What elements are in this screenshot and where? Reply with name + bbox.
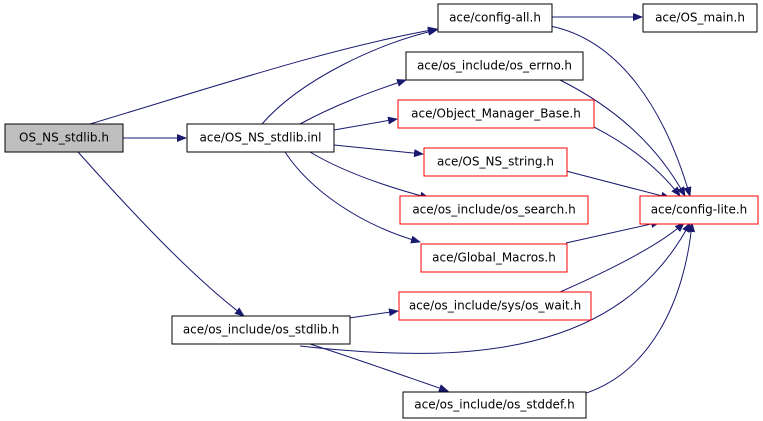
node-config-lite[interactable]: ace/config-lite.h [639,195,759,225]
node-os-ns-string[interactable]: ace/OS_NS_string.h [423,147,568,177]
node-os-stdlib[interactable]: ace/os_include/os_stdlib.h [171,315,351,345]
node-os-stddef[interactable]: ace/os_include/os_stddef.h [402,391,587,419]
node-label: ace/os_include/sys/os_wait.h [409,299,581,313]
edge-inl-to-os-errno [299,79,407,125]
node-label: ace/OS_main.h [655,11,745,25]
edge-inl-to-config-all [261,27,438,125]
edge-os-errno-to-config-lite [559,79,686,197]
node-label: ace/Object_Manager_Base.h [411,107,581,121]
node-os-main[interactable]: ace/OS_main.h [642,3,758,33]
node-label: ace/Global_Macros.h [432,251,556,265]
node-label: ace/os_include/os_errno.h [417,59,572,73]
edge-os-stdlib-to-config-lite [299,222,691,354]
edge-os-ns-stdlib-h-to-os-stdlib [77,151,245,317]
node-object-manager-base[interactable]: ace/Object_Manager_Base.h [397,99,595,129]
edge-os-ns-stdlib-h-to-config-all [89,26,438,125]
nodes: OS_NS_stdlib.h ace/OS_NS_stdlib.inl ace/… [4,3,759,419]
node-label: ace/os_include/os_stddef.h [414,398,574,412]
edges [77,13,696,396]
edge-config-all-to-config-lite [549,25,692,197]
node-label: OS_NS_stdlib.h [19,131,109,145]
edge-object-manager-base-to-config-lite [589,124,681,197]
node-os-ns-stdlib-h[interactable]: OS_NS_stdlib.h [4,123,124,153]
edge-os-wait-to-config-lite [559,222,685,293]
edge-inl-to-os-search [309,151,430,200]
node-label: ace/OS_NS_string.h [437,155,554,169]
node-global-macros[interactable]: ace/Global_Macros.h [420,243,568,273]
edge-os-ns-string-to-config-lite [565,170,671,200]
node-os-wait[interactable]: ace/os_include/sys/os_wait.h [398,291,592,321]
node-os-errno[interactable]: ace/os_include/os_errno.h [405,51,584,81]
node-label: ace/config-lite.h [651,203,748,217]
edge-inl-to-os-ns-string [333,144,424,158]
node-os-ns-stdlib-inl[interactable]: ace/OS_NS_stdlib.inl [186,123,335,153]
node-os-search[interactable]: ace/os_include/os_search.h [399,195,589,225]
edge-os-stddef-to-config-lite [579,222,696,396]
edge-inl-to-object-manager-base [333,116,398,131]
edge-global-macros-to-config-lite [565,220,661,244]
edge-os-stdlib-to-os-wait [348,308,399,319]
node-label: ace/os_include/os_stdlib.h [183,323,339,337]
node-label: ace/config-all.h [449,11,541,25]
edge-inl-to-global-macros [284,151,421,244]
node-config-all[interactable]: ace/config-all.h [437,3,553,33]
edge-os-stdlib-to-os-stddef [309,343,449,392]
node-label: ace/OS_NS_stdlib.inl [200,131,322,145]
node-label: ace/os_include/os_search.h [412,203,575,217]
